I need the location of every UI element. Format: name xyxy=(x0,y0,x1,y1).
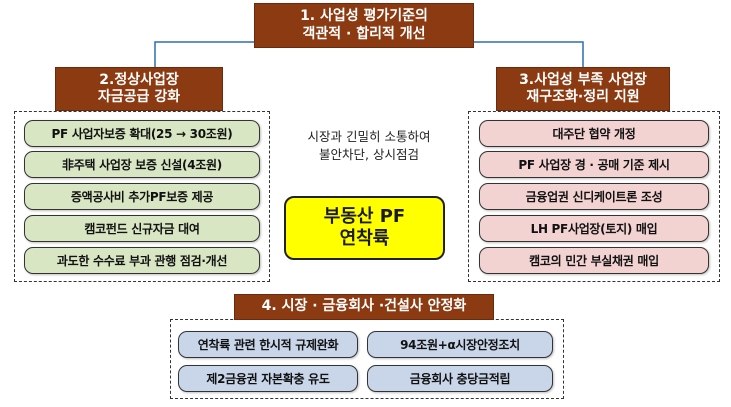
right-header-line2: 재구조화·정리 지원 xyxy=(526,89,640,105)
left-item-2: 非주택 사업장 보증 신설(4조원) xyxy=(24,151,260,178)
left-item-4: 캠코펀드 신규자금 대여 xyxy=(24,215,260,242)
left-item-1: PF 사업자보증 확대(25 → 30조원) xyxy=(24,120,260,147)
right-item-5: 캠코의 민간 부실채권 매입 xyxy=(479,247,709,274)
center-title-line2: 연착륙 xyxy=(339,228,390,249)
right-item-1: 대주단 협약 개정 xyxy=(479,120,709,147)
bottom-item-1: 연착륙 관련 한시적 규제완화 xyxy=(178,331,358,358)
center-note-line2: 불안차단, 상시점검 xyxy=(319,147,419,163)
left-header-line2: 자금공급 강화 xyxy=(97,89,181,105)
left-item-3: 증액공사비 추가PF보증 제공 xyxy=(24,183,260,210)
left-header-line1: 2.정상사업장 xyxy=(99,71,179,88)
right-header: 3.사업성 부족 사업장 재구조화·정리 지원 xyxy=(496,67,670,111)
bottom-item-3: 제2금융권 자본확충 유도 xyxy=(178,365,358,392)
right-item-3: 금융업권 신디케이트론 조성 xyxy=(479,183,709,210)
connector-left xyxy=(154,41,254,67)
top-header-line2: 객관적 · 합리적 개선 xyxy=(302,25,426,42)
bottom-item-2: 94조원+α시장안정조치 xyxy=(367,331,553,358)
right-item-2: PF 사업장 경 · 공매 기준 제시 xyxy=(479,151,709,178)
bottom-header: 4. 시장 · 금융회사 ·건설사 안정화 xyxy=(234,294,494,320)
center-note: 시장과 긴밀히 소통하여 불안차단, 상시점검 xyxy=(280,128,458,164)
center-title-line1: 부동산 PF xyxy=(323,205,406,227)
right-item-4: LH PF사업장(토지) 매입 xyxy=(479,215,709,242)
top-header: 1. 사업성 평가기준의 객관적 · 합리적 개선 xyxy=(254,3,474,48)
left-item-5: 과도한 수수료 부과 관행 점검·개선 xyxy=(24,247,260,274)
left-header: 2.정상사업장 자금공급 강화 xyxy=(55,67,223,111)
bottom-item-4: 금융회사 충당금적립 xyxy=(367,365,553,392)
bottom-header-text: 4. 시장 · 금융회사 ·건설사 안정화 xyxy=(261,298,467,315)
center-title-box: 부동산 PF 연착륙 xyxy=(284,196,445,260)
right-header-line1: 3.사업성 부족 사업장 xyxy=(519,71,647,88)
connector-right xyxy=(474,41,584,67)
top-header-line1: 1. 사업성 평가기준의 xyxy=(300,8,428,24)
center-note-line1: 시장과 긴밀히 소통하여 xyxy=(307,129,431,144)
